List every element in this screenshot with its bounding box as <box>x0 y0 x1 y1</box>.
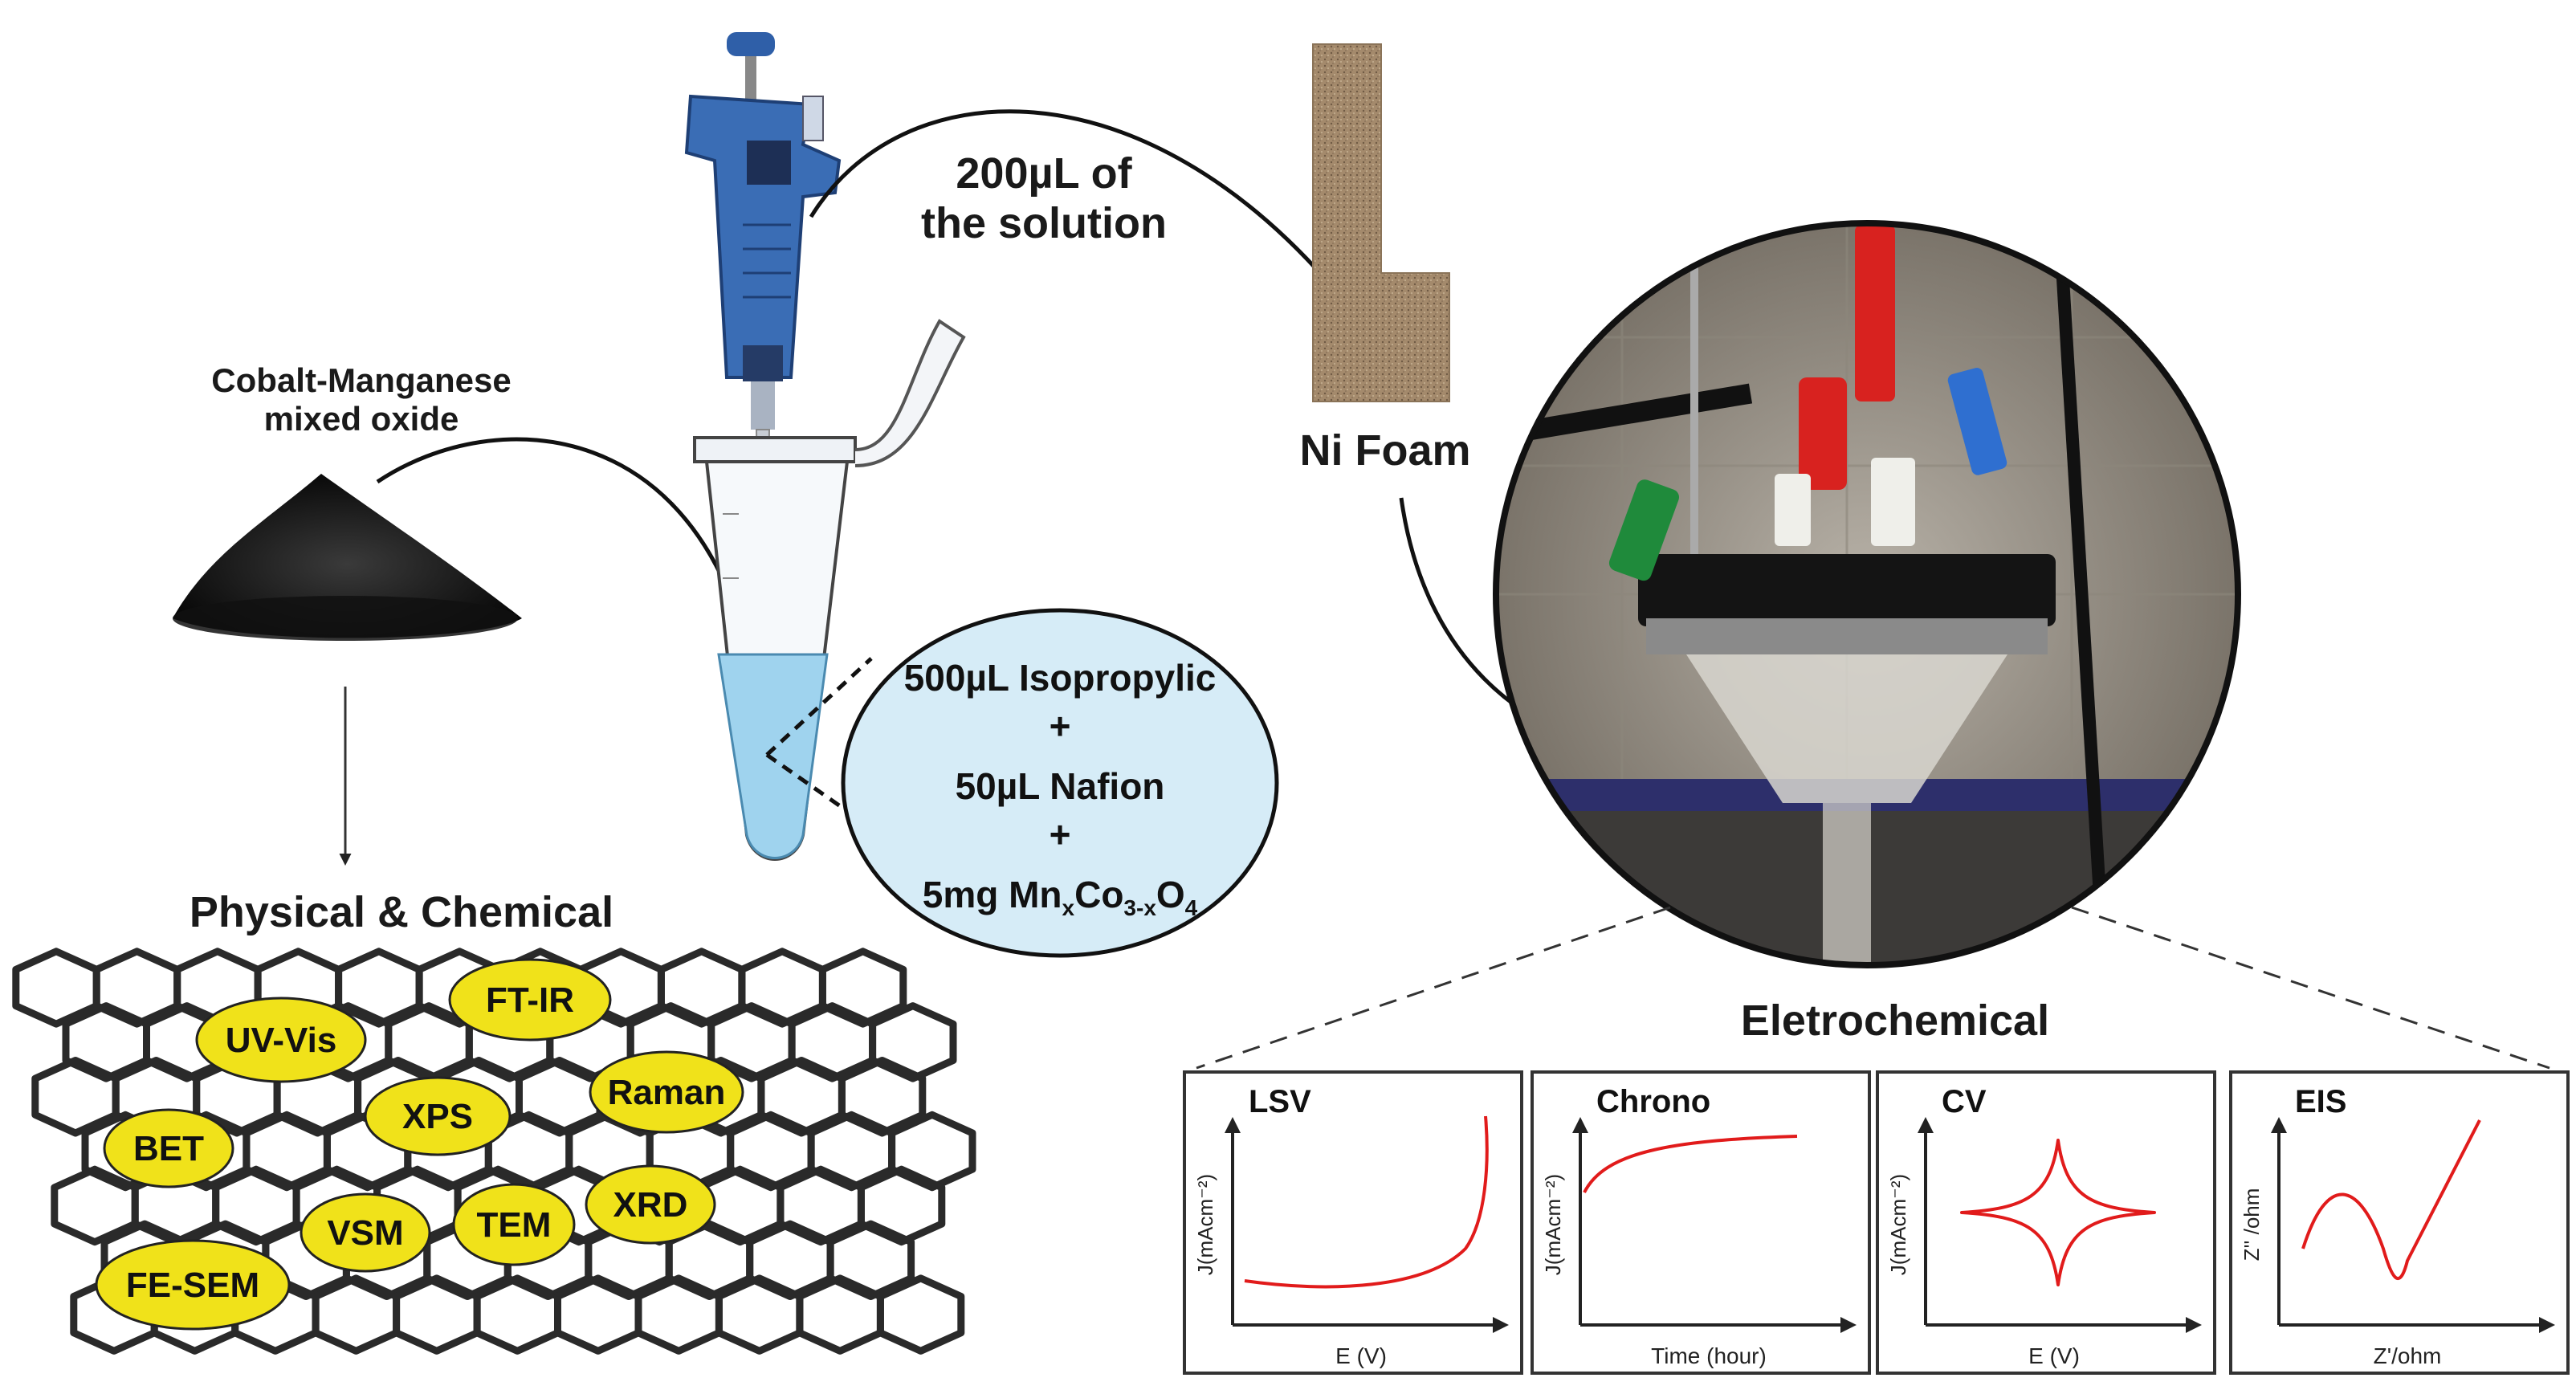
solution-plus-1: + <box>1050 705 1071 747</box>
technique-label: TEM <box>477 1205 552 1245</box>
lattice-hexagon <box>876 1274 965 1355</box>
powder-pile-icon <box>173 474 522 641</box>
lattice-hexagon <box>393 1274 481 1355</box>
panel-curve <box>1960 1139 2156 1286</box>
panel-frame <box>2229 1070 2570 1375</box>
powder-label: Cobalt-Manganese mixed oxide <box>211 361 512 438</box>
panel-xlabel: E (V) <box>1335 1343 1387 1368</box>
lattice-hexagon <box>554 1274 642 1355</box>
technique-label: VSM <box>327 1213 403 1253</box>
panel-xlabel: Z'/ohm <box>2374 1343 2442 1368</box>
lattice-hexagon <box>634 1274 723 1355</box>
technique-badge <box>452 1183 576 1266</box>
microtube-icon <box>693 319 966 861</box>
solution-plus-2: + <box>1050 813 1071 855</box>
lattice-hexagon <box>888 1111 976 1192</box>
pipette-to-foam-arrow <box>809 109 1345 302</box>
panel-ylabel: J(mAcm⁻²) <box>1886 1174 1910 1275</box>
panel-ylabel: Z'' /ohm <box>2240 1188 2264 1262</box>
lattice-hexagon <box>312 1274 401 1355</box>
technique-label: FE-SEM <box>126 1266 259 1305</box>
panel-curve <box>1583 1135 1798 1193</box>
lattice-hexagon <box>869 1002 957 1082</box>
technique-badge <box>103 1108 234 1188</box>
panel-frame <box>1531 1070 1871 1375</box>
physical-chemical-label: Physical & Chemical <box>189 888 614 936</box>
technique-badge <box>364 1076 512 1156</box>
solution-line-3: 5mg MnxCo3-xO4 <box>923 874 1198 920</box>
technique-badge <box>95 1239 291 1331</box>
technique-badge <box>589 1050 744 1134</box>
technique-label: UV-Vis <box>226 1021 337 1060</box>
technique-label: XRD <box>613 1185 688 1225</box>
panel-curve <box>2301 1119 2481 1281</box>
panel-title: Chrono <box>1596 1084 1710 1119</box>
technique-badge <box>300 1192 431 1273</box>
panel-frame <box>1876 1070 2216 1375</box>
technique-badge <box>585 1164 716 1245</box>
panel-title: LSV <box>1249 1084 1311 1119</box>
panel-ylabel: J(mAcm⁻²) <box>1541 1174 1565 1275</box>
lattice-hexagon <box>818 948 907 1028</box>
technique-badge <box>448 958 612 1041</box>
technique-label: Raman <box>608 1073 726 1112</box>
technique-label: FT-IR <box>486 980 574 1020</box>
electrochemical-label: Eletrochemical <box>1740 997 2050 1045</box>
technique-label: XPS <box>402 1097 473 1136</box>
zoom-line-bottom <box>765 752 849 813</box>
panel-title: CV <box>1942 1084 1987 1119</box>
photo-zoom-right <box>2071 906 2550 1070</box>
zoom-line-top <box>765 657 873 756</box>
lattice-hexagon <box>473 1274 561 1355</box>
lattice-hexagon <box>715 1274 804 1355</box>
panel-title: EIS <box>2295 1084 2346 1119</box>
panel-xlabel: Time (hour) <box>1651 1343 1767 1368</box>
solution-line-1: 500µL Isopropylic <box>904 657 1217 699</box>
electrochemical-cell-photo <box>1493 220 2241 968</box>
ni-foam-icon <box>1312 43 1450 402</box>
technique-label: BET <box>133 1129 204 1168</box>
photo-zoom-left <box>1196 906 1671 1070</box>
pipette-volume-label: 200µL of the solution <box>921 149 1167 248</box>
panel-curve <box>1244 1115 1489 1289</box>
solution-line-2: 50µL Nafion <box>956 765 1165 807</box>
panel-ylabel: J(mAcm⁻²) <box>1193 1174 1217 1275</box>
lattice-hexagon <box>838 1057 927 1137</box>
solution-ellipse <box>841 608 1279 958</box>
lattice-hexagon <box>826 1220 915 1300</box>
panel-frame <box>1183 1070 1523 1375</box>
panel-xlabel: E (V) <box>2028 1343 2080 1368</box>
lattice-hexagon <box>796 1274 884 1355</box>
lattice-hexagon <box>857 1165 946 1246</box>
ni-foam-label: Ni Foam <box>1299 426 1471 475</box>
technique-badge <box>195 997 367 1083</box>
